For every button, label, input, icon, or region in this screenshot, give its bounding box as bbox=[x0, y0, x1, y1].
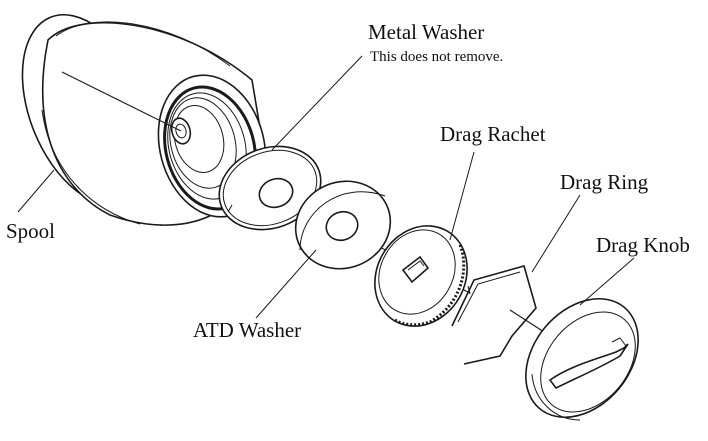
drag-knob-leader-line bbox=[579, 257, 635, 306]
atd-washer-part bbox=[294, 180, 392, 270]
drag-rachet-leader-line bbox=[449, 151, 475, 241]
drag-ring-leader-line bbox=[531, 194, 581, 273]
metal-washer-leader-line bbox=[271, 55, 363, 151]
metal-washer-label: Metal Washer bbox=[368, 20, 484, 44]
atd-washer-leader-line bbox=[255, 249, 317, 319]
spool-part bbox=[21, 13, 267, 226]
spool-leader-line bbox=[17, 169, 55, 213]
drag-rachet-part bbox=[374, 225, 468, 327]
atd-washer-label: ATD Washer bbox=[193, 318, 301, 342]
drag-ring-label: Drag Ring bbox=[560, 170, 649, 194]
drag-knob-label: Drag Knob bbox=[596, 233, 690, 257]
spool-label: Spool bbox=[6, 219, 55, 243]
drag-knob-part bbox=[525, 297, 639, 421]
drag-ring-part bbox=[451, 265, 537, 365]
drag-rachet-label: Drag Rachet bbox=[440, 122, 546, 146]
metal-washer-note: This does not remove. bbox=[370, 49, 503, 65]
metal-washer-part bbox=[218, 145, 322, 231]
